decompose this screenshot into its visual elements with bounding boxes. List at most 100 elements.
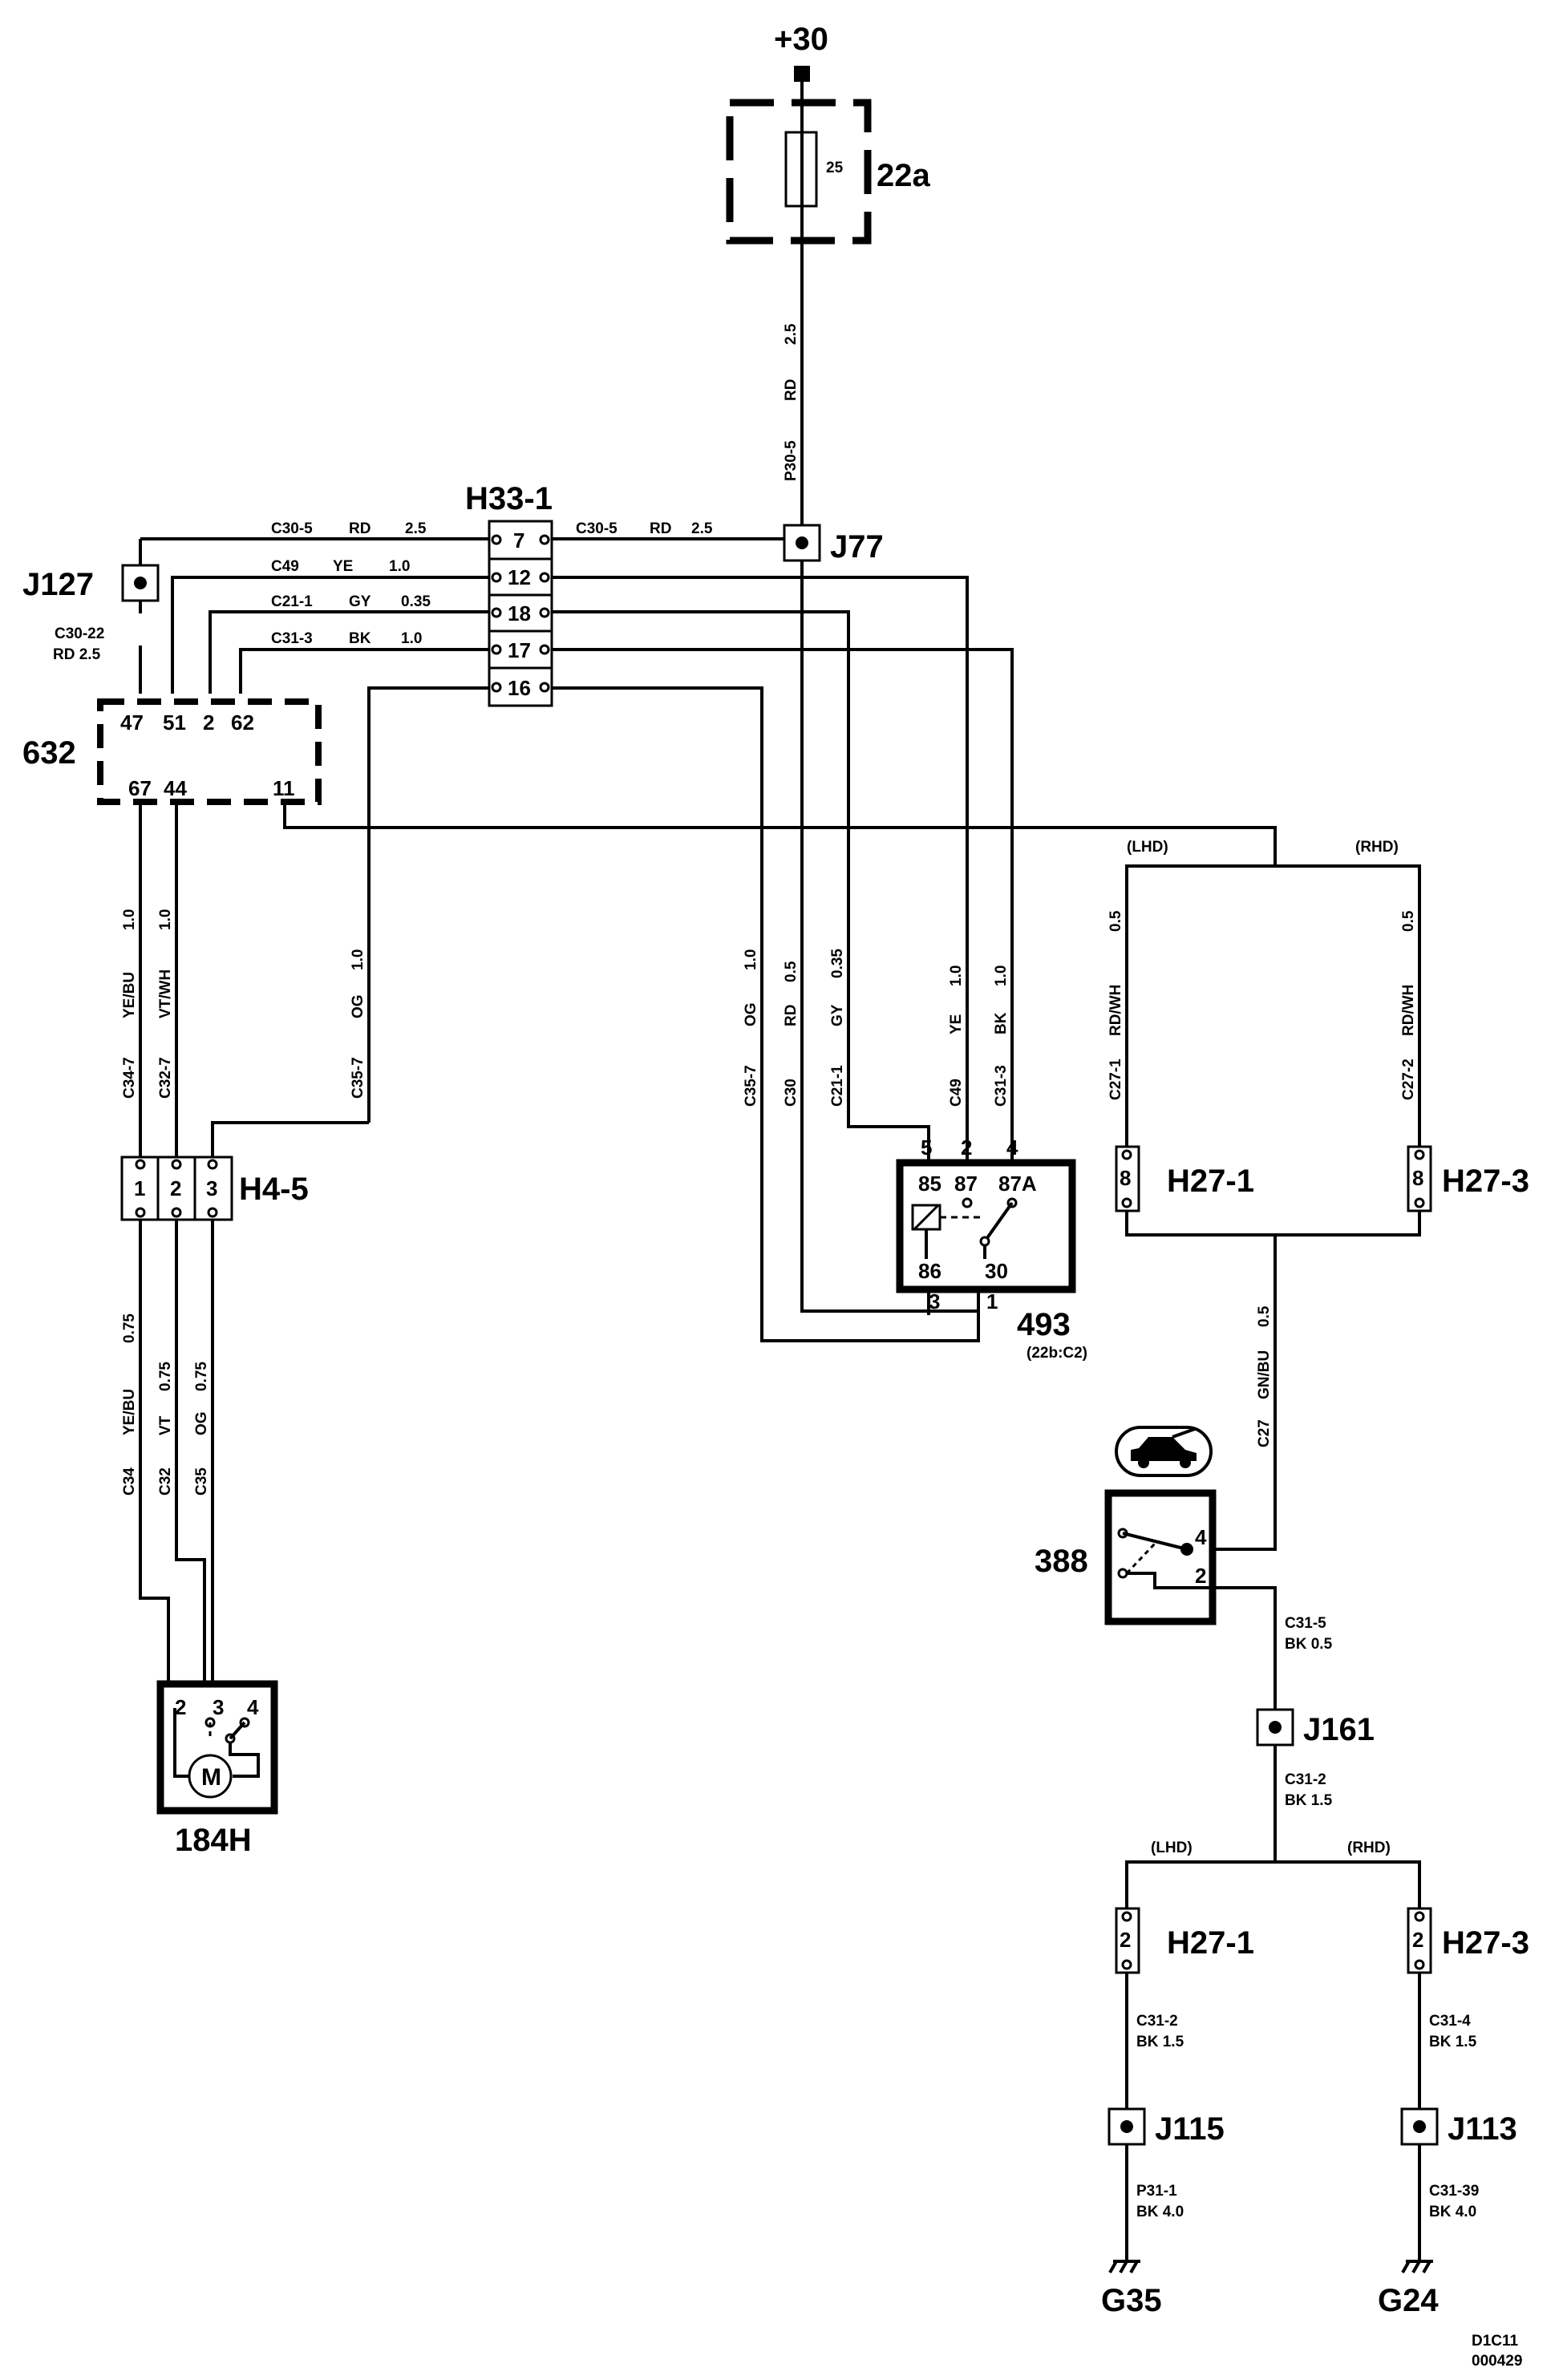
supply-label: +30 — [774, 22, 828, 57]
svg-text:RD/WH: RD/WH — [1400, 985, 1417, 1036]
svg-text:4: 4 — [1006, 1135, 1018, 1160]
svg-text:4: 4 — [247, 1695, 259, 1719]
svg-text:1: 1 — [986, 1289, 998, 1313]
svg-text:BK: BK — [349, 630, 371, 647]
svg-text:C31-3: C31-3 — [993, 1065, 1010, 1107]
wire-label-relay-c31-3: C31-3 BK 1.0 — [993, 965, 1010, 1107]
svg-text:YE: YE — [948, 1014, 965, 1034]
variant-bottom: (LHD) (RHD) 2 H27-1 2 H27-3 C31-2 BK 1.5… — [1115, 1840, 1529, 2050]
ground-g24: G24 — [1378, 2260, 1439, 2318]
svg-text:H33-1: H33-1 — [465, 481, 553, 516]
ground-g35: G35 — [1101, 2260, 1162, 2318]
svg-text:2.5: 2.5 — [783, 323, 800, 345]
svg-text:P31-1: P31-1 — [1136, 2183, 1177, 2200]
svg-text:BK 1.5: BK 1.5 — [1136, 2034, 1184, 2050]
svg-text:3: 3 — [929, 1289, 940, 1313]
svg-text:2.5: 2.5 — [405, 520, 427, 537]
wire-label-relay-c21-1: C21-1 GY 0.35 — [829, 949, 846, 1107]
wire-label-c35-7-left: C35-7 OG 1.0 — [350, 949, 366, 1099]
svg-text:C30-22: C30-22 — [55, 625, 104, 642]
connector-h4-5: 1 2 3 H4-5 — [120, 1156, 309, 1221]
svg-text:YE/BU: YE/BU — [121, 1389, 138, 1435]
svg-text:BK: BK — [993, 1012, 1010, 1034]
svg-text:16: 16 — [508, 676, 531, 700]
svg-text:C21-1: C21-1 — [829, 1065, 846, 1107]
svg-text:2.5: 2.5 — [691, 520, 713, 537]
svg-text:2: 2 — [1195, 1564, 1206, 1588]
svg-text:C32-7: C32-7 — [157, 1057, 174, 1099]
relay-493: 5 2 4 85 87 87A 86 30 3 1 493 (22b:C2) — [896, 1135, 1087, 1362]
svg-text:C31-2: C31-2 — [1285, 1771, 1326, 1788]
motor-symbol: M — [201, 1764, 221, 1791]
wire-label-c34-7: C34-7 YE/BU 1.0 — [121, 909, 138, 1099]
svg-text:C35-7: C35-7 — [743, 1065, 759, 1107]
svg-text:C31-3: C31-3 — [271, 630, 313, 647]
svg-text:2: 2 — [1412, 1928, 1423, 1952]
svg-text:44: 44 — [164, 776, 187, 800]
svg-text:VT/WH: VT/WH — [157, 969, 174, 1018]
wire-label-c31-2: C31-2 BK 1.5 — [1285, 1771, 1333, 1809]
svg-text:8: 8 — [1120, 1166, 1131, 1190]
svg-text:J77: J77 — [830, 529, 884, 565]
svg-text:184H: 184H — [175, 1823, 252, 1858]
svg-text:0.5: 0.5 — [783, 961, 800, 982]
junction-j77: J77 — [783, 524, 884, 565]
svg-text:1: 1 — [134, 1176, 145, 1200]
wire-label-c27: C27 GN/BU 0.5 — [1256, 1305, 1273, 1447]
svg-text:BK 4.0: BK 4.0 — [1136, 2204, 1184, 2220]
svg-text:1.0: 1.0 — [401, 630, 422, 647]
svg-text:OG: OG — [743, 1002, 759, 1026]
svg-text:3: 3 — [206, 1176, 217, 1200]
wire-label-c32: C32 VT 0.75 — [157, 1362, 174, 1496]
svg-text:1.0: 1.0 — [121, 909, 138, 930]
svg-text:RD 2.5: RD 2.5 — [53, 646, 101, 663]
svg-text:0.35: 0.35 — [829, 949, 846, 978]
svg-text:0.5: 0.5 — [1107, 910, 1124, 932]
svg-text:51: 51 — [163, 710, 186, 735]
svg-text:RD: RD — [783, 1005, 800, 1026]
svg-text:1.0: 1.0 — [350, 949, 366, 970]
svg-text:86: 86 — [918, 1259, 941, 1283]
motor-184h: 2 3 4 M 184H — [156, 1680, 278, 1858]
supply-terminal — [794, 66, 810, 82]
svg-text:C35-7: C35-7 — [350, 1057, 366, 1099]
svg-text:3: 3 — [213, 1695, 224, 1719]
svg-text:C31-5: C31-5 — [1285, 1615, 1326, 1632]
svg-text:0.5: 0.5 — [1256, 1305, 1273, 1327]
svg-text:H27-1: H27-1 — [1167, 1925, 1254, 1961]
svg-text:C21-1: C21-1 — [271, 593, 313, 610]
svg-text:H27-3: H27-3 — [1442, 1164, 1529, 1199]
svg-text:G35: G35 — [1101, 2283, 1162, 2318]
svg-text:OG: OG — [193, 1411, 210, 1435]
svg-text:J161: J161 — [1303, 1712, 1375, 1747]
svg-text:C27-2: C27-2 — [1400, 1058, 1417, 1100]
svg-text:0.35: 0.35 — [401, 593, 431, 610]
svg-text:67: 67 — [128, 776, 152, 800]
svg-text:(RHD): (RHD) — [1355, 839, 1399, 856]
svg-text:BK 1.5: BK 1.5 — [1285, 1792, 1333, 1809]
svg-text:87A: 87A — [998, 1172, 1037, 1196]
svg-text:G24: G24 — [1378, 2283, 1439, 2318]
svg-text:0.75: 0.75 — [157, 1362, 174, 1391]
svg-text:87: 87 — [954, 1172, 978, 1196]
wire-label-relay-c49: C49 YE 1.0 — [948, 965, 965, 1107]
wire-label-c32-7: C32-7 VT/WH 1.0 — [157, 909, 174, 1099]
variant-top: (LHD) (RHD) C27-1 RD/WH 0.5 C27-2 RD/WH … — [1107, 839, 1529, 1212]
svg-text:YE: YE — [333, 558, 353, 575]
svg-text:H27-1: H27-1 — [1167, 1164, 1254, 1199]
svg-text:(LHD): (LHD) — [1127, 839, 1168, 856]
svg-text:C31-4: C31-4 — [1429, 2013, 1471, 2030]
svg-text:C30-5: C30-5 — [576, 520, 618, 537]
wire-label-c35: C35 OG 0.75 — [193, 1362, 210, 1496]
ground-wire-labels: P31-1 BK 4.0 C31-39 BK 4.0 — [1136, 2183, 1479, 2220]
svg-text:C49: C49 — [271, 558, 299, 575]
svg-text:17: 17 — [508, 638, 531, 662]
svg-text:000429: 000429 — [1472, 2353, 1522, 2370]
svg-text:VT: VT — [157, 1415, 174, 1435]
svg-text:62: 62 — [231, 710, 254, 735]
svg-text:(RHD): (RHD) — [1347, 1840, 1391, 1856]
fuse-name: 22a — [877, 158, 930, 193]
svg-text:C49: C49 — [948, 1079, 965, 1107]
svg-text:C35: C35 — [193, 1467, 210, 1496]
h33-right-wire-label: C30-5 RD 2.5 — [576, 520, 713, 537]
